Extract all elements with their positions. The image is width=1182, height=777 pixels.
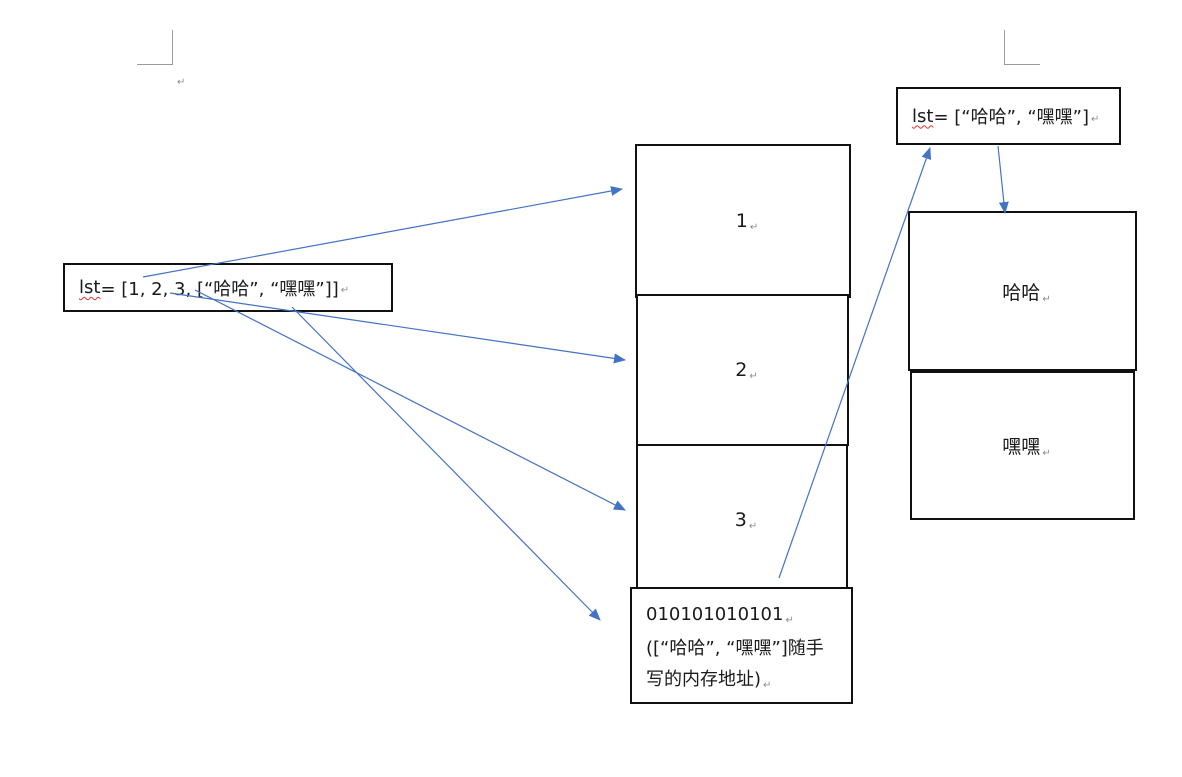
sub-list-value: = [“哈哈”, “嘿嘿”]: [933, 107, 1090, 128]
paragraph-mark: ↵: [1091, 113, 1100, 125]
arrow-to-cell-3: [194, 289, 626, 511]
address-line-3: 写的内存地址)↵: [646, 669, 772, 691]
arrow-to-address-cell: [291, 306, 601, 621]
memory-cell-3: 3↵: [636, 444, 848, 596]
memory-cell-2: 2↵: [636, 294, 849, 446]
page-corner-mark-right: [1004, 30, 1040, 65]
address-line-1: 010101010101↵: [646, 604, 794, 626]
arrow-sub-list-to-cells: [997, 145, 1009, 214]
address-line-2: ([“哈哈”, “嘿嘿”]随手: [646, 638, 824, 659]
memory-cell-label: 3↵: [734, 509, 758, 532]
sub-list-var-name: lst: [912, 105, 934, 127]
main-list-value: = [1, 2, 3, [“哈哈”, “嘿嘿”]]: [100, 278, 339, 300]
main-list-declaration: lst = [1, 2, 3, [“哈哈”, “嘿嘿”]]↵: [63, 263, 393, 312]
empty-paragraph-mark: ↵: [177, 77, 186, 88]
sub-memory-cell-2: 嘿嘿↵: [910, 371, 1135, 520]
paragraph-mark: ↵: [340, 285, 350, 296]
memory-cell-label: 2↵: [735, 359, 758, 382]
sub-memory-cell-label: 哈哈↵: [1002, 281, 1051, 305]
sub-list-declaration: lst = [“哈哈”, “嘿嘿”]↵: [896, 87, 1121, 145]
memory-cell-label: 1↵: [735, 210, 759, 233]
main-list-var-name: lst: [79, 277, 101, 298]
sub-memory-cell-label: 嘿嘿↵: [1002, 436, 1051, 459]
memory-address-cell: 010101010101↵ ([“哈哈”, “嘿嘿”]随手 写的内存地址)↵: [630, 587, 853, 704]
sub-memory-cell-1: 哈哈↵: [908, 211, 1137, 371]
page-corner-mark-left: [137, 30, 173, 65]
memory-cell-1: 1↵: [635, 144, 851, 298]
